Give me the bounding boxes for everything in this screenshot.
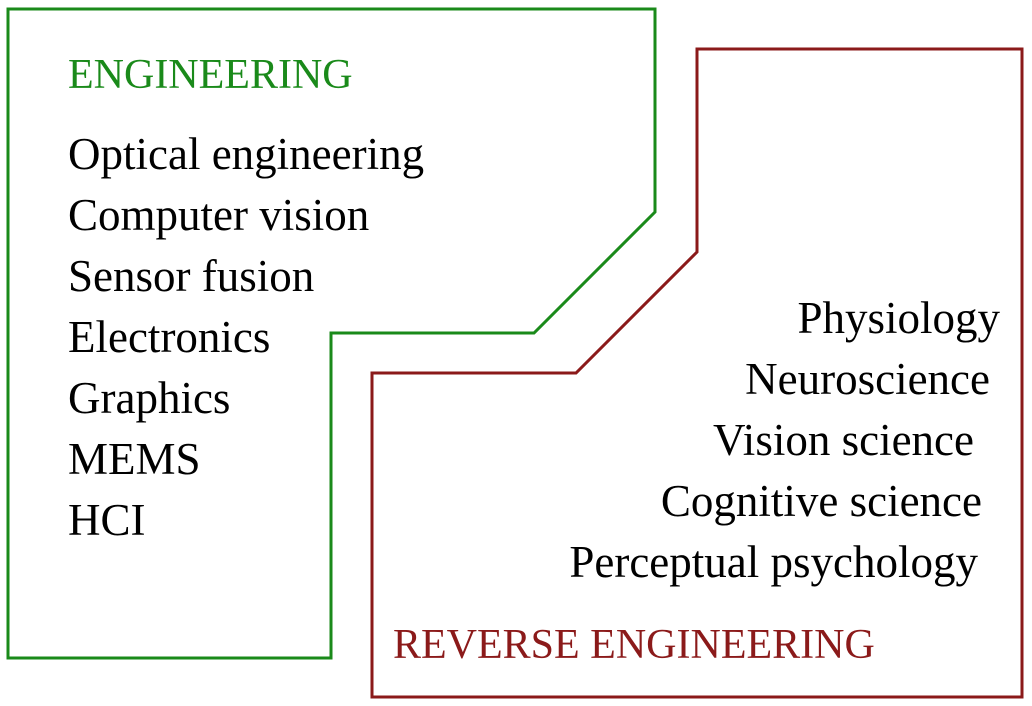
- list-item: MEMS: [68, 434, 201, 484]
- list-item: Vision science: [713, 415, 974, 465]
- list-item: Perceptual psychology: [569, 537, 978, 587]
- list-item: HCI: [68, 495, 146, 545]
- engineering-list: Optical engineering Computer vision Sens…: [68, 124, 424, 551]
- list-item: Cognitive science: [660, 476, 982, 526]
- list-item: Physiology: [797, 293, 1000, 343]
- list-item: Computer vision: [68, 190, 370, 240]
- list-item: Electronics: [68, 312, 271, 362]
- engineering-title: ENGINEERING: [68, 52, 353, 98]
- engineering-region-outline: [6, 7, 657, 660]
- reverse-engineering-title: REVERSE ENGINEERING: [393, 622, 875, 668]
- reverse-engineering-list: Physiology Neuroscience Vision science C…: [569, 288, 1000, 593]
- list-item: Neuroscience: [745, 354, 990, 404]
- list-item: Sensor fusion: [68, 251, 315, 301]
- reverse-engineering-region-outline: [370, 47, 1024, 699]
- list-item: Optical engineering: [68, 129, 425, 179]
- list-item: Graphics: [68, 373, 231, 423]
